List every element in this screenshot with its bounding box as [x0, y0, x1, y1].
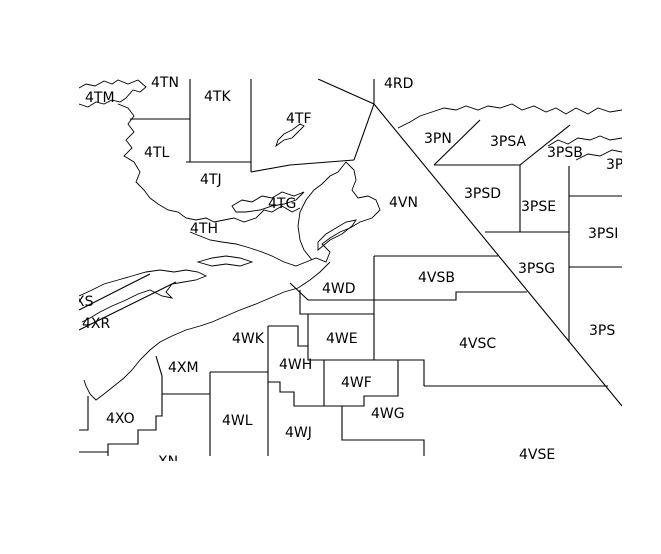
- bottom-mask: [0, 461, 661, 554]
- zone-label-4wg: 4WG: [371, 406, 405, 422]
- zone-label-4vse: 4VSE: [519, 447, 555, 463]
- zone-label-3pn: 3PN: [424, 131, 452, 147]
- coastline-newfoundland-southwest: [547, 135, 622, 161]
- boundary-4xr: [79, 273, 151, 311]
- boundary-4vsb-bottom: [374, 291, 527, 301]
- zone-label-4wd: 4WD: [322, 281, 356, 297]
- zone-label-3psg: 3PSG: [518, 261, 555, 277]
- boundary-4tf-4rd: [317, 79, 375, 105]
- zone-label-3p-edge: 3P: [606, 157, 623, 173]
- coastline-gaspe-new-brunswick: [117, 103, 301, 223]
- zone-label-3psb: 3PSB: [547, 145, 583, 161]
- coastline-cape-breton-lake: [317, 219, 357, 251]
- zone-label-4vsb: 4VSB: [418, 270, 455, 286]
- zone-label-4xm: 4XM: [168, 360, 199, 376]
- coastline-pei: [231, 191, 305, 213]
- boundary-4xm-4wl: [209, 371, 268, 456]
- zone-label-4tn: 4TN: [151, 75, 179, 91]
- coastline-minas-basin: [196, 255, 254, 267]
- zone-label-4tj: 4TJ: [200, 172, 222, 188]
- zone-label-4wf: 4WF: [341, 375, 372, 391]
- zone-label-3psd: 3PSD: [464, 186, 501, 202]
- zone-label-3pse: 3PSE: [521, 199, 556, 215]
- zone-label-4wk: 4WK: [232, 331, 265, 347]
- coastline-bay-of-fundy: [79, 269, 208, 323]
- right-mask: [622, 0, 661, 554]
- zone-label-4tg: 4TG: [268, 196, 296, 212]
- boundary-4vn-west: [353, 103, 375, 161]
- boundary-4wk: [268, 325, 308, 347]
- zone-label-3ps: 3PS: [589, 323, 615, 339]
- zone-label-4vn: 4VN: [389, 195, 418, 211]
- boundary-4xo: [107, 394, 163, 456]
- zone-label-3psa: 3PSA: [490, 134, 526, 150]
- zone-label-4th: 4TH: [190, 221, 218, 237]
- boundary-4tf-south: [250, 159, 355, 173]
- boundary-4xo-left: [79, 396, 89, 431]
- coastline-quebec-north-shore: [79, 79, 147, 108]
- left-mask: [0, 0, 79, 554]
- boundary-4vn-diagonal: [373, 103, 622, 407]
- boundary-3pn-3psd: [433, 119, 481, 166]
- division-boundaries: [79, 79, 622, 456]
- boundary-4wh: [267, 326, 342, 456]
- zone-label-4tm: 4TM: [85, 90, 115, 106]
- boundary-4xs: [79, 281, 177, 331]
- zone-label-4tk: 4TK: [204, 89, 231, 105]
- boundary-4wh-east: [307, 330, 325, 406]
- top-mask: [0, 0, 661, 74]
- zone-label-4wl: 4WL: [222, 413, 253, 429]
- coastline-anticosti: [275, 123, 305, 148]
- boundary-3psa-3psb: [519, 124, 571, 166]
- zone-label-4wh: 4WH: [279, 357, 312, 373]
- zone-label-4vsc: 4VSC: [459, 336, 496, 352]
- boundary-4wf: [324, 359, 425, 456]
- zone-label-4wj: 4WJ: [285, 425, 312, 441]
- zone-label-4we: 4WE: [326, 331, 358, 347]
- coastline-layer: [79, 79, 622, 401]
- coastline-nova-scotia: [83, 161, 381, 401]
- zone-label-4rd: 4RD: [384, 76, 413, 92]
- zone-label-3psf: 3PSI: [588, 226, 618, 242]
- boundary-4wd: [289, 282, 374, 301]
- zone-label-4xs: XS: [75, 294, 94, 310]
- zone-label-4tl: 4TL: [144, 145, 169, 161]
- boundary-4wd-west: [299, 290, 309, 330]
- zone-label-4xo: 4XO: [106, 411, 135, 427]
- coastline-newfoundland-south: [397, 103, 622, 129]
- zone-labels: 4TN 4TM 4TK 4TF 4RD 3PN 3PSA 3PSB 3P 4TL…: [75, 75, 623, 470]
- zone-label-4xr: 4XR: [82, 316, 110, 332]
- boundary-4xm: [155, 355, 210, 395]
- zone-label-4tf: 4TF: [286, 111, 312, 127]
